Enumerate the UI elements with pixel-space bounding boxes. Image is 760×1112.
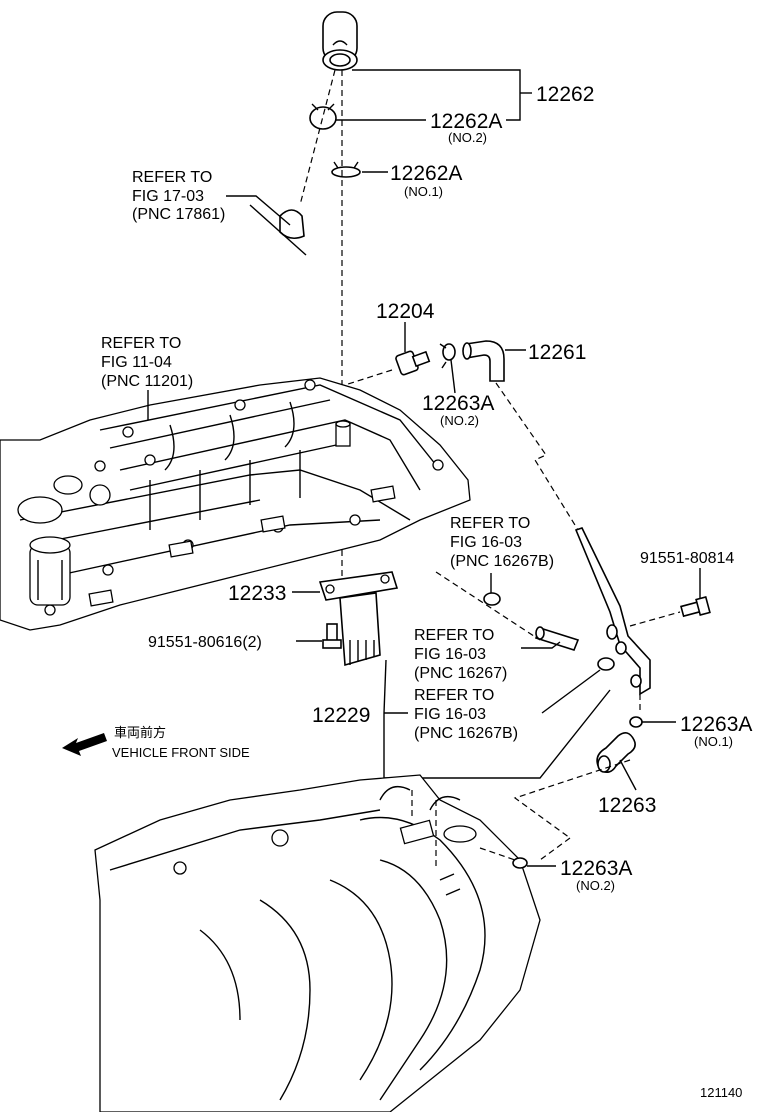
label-12263a-no1-sub: (NO.1) xyxy=(694,734,733,749)
label-12261: 12261 xyxy=(528,341,586,364)
clamp-12263a-no1[interactable] xyxy=(629,716,643,728)
oil-separator[interactable] xyxy=(339,592,381,667)
ref16c-line1: REFER TO xyxy=(414,687,494,704)
label-12262: 12262 xyxy=(536,83,594,106)
ventilation-pipe[interactable] xyxy=(574,527,651,696)
ref16a-line1: REFER TO xyxy=(450,515,530,532)
label-12263a-bottom-sub: (NO.2) xyxy=(576,878,615,893)
label-12263: 12263 xyxy=(598,794,656,817)
label-91551-80616: 91551-80616(2) xyxy=(148,634,262,651)
direction-jp: 車両前方 xyxy=(114,725,166,740)
oil-filler-cap[interactable] xyxy=(322,11,358,71)
intake-manifold[interactable] xyxy=(94,774,541,1112)
clamp-12263a-bottom[interactable] xyxy=(512,857,528,869)
label-12263a-top-sub: (NO.2) xyxy=(440,413,479,428)
ref11-line1: REFER TO xyxy=(101,335,181,352)
ref16a-line3: (PNC 16267B) xyxy=(450,553,554,570)
bolt-91551-80814[interactable] xyxy=(680,595,711,618)
arrow-left-icon xyxy=(62,733,107,756)
pcv-hose[interactable] xyxy=(462,340,505,382)
label-12262a-no1: 12262A xyxy=(390,162,462,185)
hose-12263[interactable] xyxy=(596,732,636,774)
gasket-no1[interactable] xyxy=(331,161,361,178)
figure-number: 121140 xyxy=(700,1085,742,1100)
hose-16267[interactable] xyxy=(534,626,580,651)
gasket-no2[interactable] xyxy=(309,103,337,130)
bolt-91551-80616[interactable] xyxy=(322,623,342,649)
direction-en: VEHICLE FRONT SIDE xyxy=(112,745,250,760)
ref16c-line3: (PNC 16267B) xyxy=(414,725,518,742)
clamp-16267b-bottom[interactable] xyxy=(597,657,615,671)
label-12229: 12229 xyxy=(312,704,370,727)
label-12263a-bottom: 12263A xyxy=(560,857,632,880)
label-12262a-no2-sub: (NO.2) xyxy=(448,130,487,145)
gauge-guide[interactable] xyxy=(249,204,307,256)
ref16b-line1: REFER TO xyxy=(414,627,494,644)
ref11-line2: FIG 11-04 xyxy=(101,354,172,371)
label-12204: 12204 xyxy=(376,300,435,323)
label-12262a-no2: 12262A xyxy=(430,110,502,133)
label-12263a-top: 12263A xyxy=(422,392,494,415)
ref11-line3: (PNC 11201) xyxy=(101,373,193,390)
ref17-line3: (PNC 17861) xyxy=(132,206,225,223)
ref17-line2: FIG 17-03 xyxy=(132,188,204,205)
label-12262a-no1-sub: (NO.1) xyxy=(404,184,443,199)
clamp-16267b-top[interactable] xyxy=(483,592,501,606)
ref16b-line2: FIG 16-03 xyxy=(414,646,486,663)
ref16c-line2: FIG 16-03 xyxy=(414,706,486,723)
ref16a-line2: FIG 16-03 xyxy=(450,534,522,551)
ref17-line1: REFER TO xyxy=(132,169,212,186)
ref16b-line3: (PNC 16267) xyxy=(414,665,507,682)
label-12233: 12233 xyxy=(228,582,286,605)
clamp-12263a-top[interactable] xyxy=(439,343,456,369)
label-12263a-no1: 12263A xyxy=(680,713,752,736)
baffle-plate[interactable] xyxy=(318,571,399,601)
label-91551-80814: 91551-80814 xyxy=(640,550,734,567)
pcv-valve[interactable] xyxy=(395,350,431,376)
cylinder-head-cover[interactable] xyxy=(0,377,471,631)
